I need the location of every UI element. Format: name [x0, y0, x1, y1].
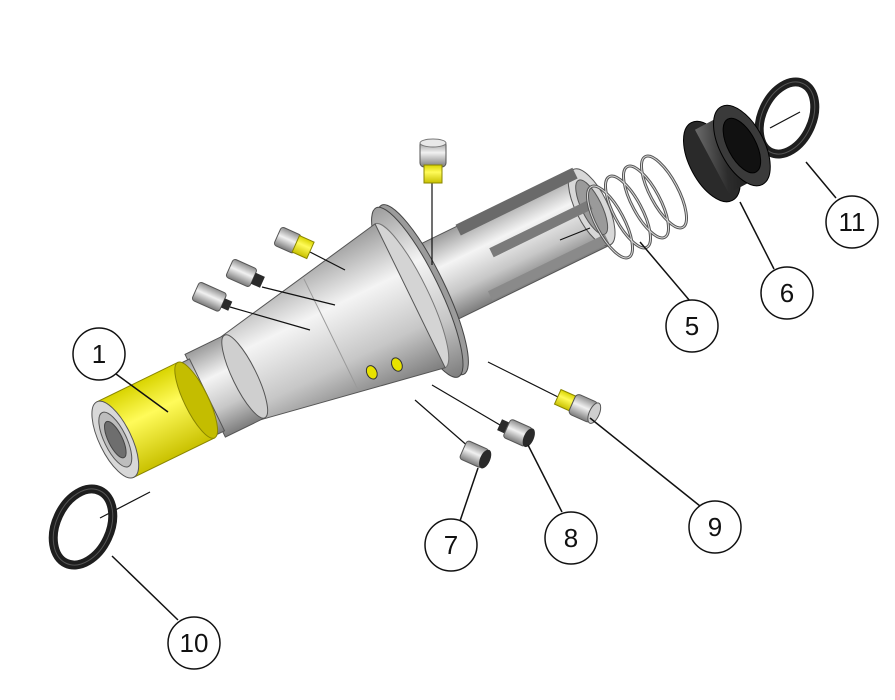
svg-text:8: 8: [564, 523, 578, 553]
set-screw-7: [459, 440, 492, 469]
front-sleeve: [91, 361, 219, 479]
svg-text:5: 5: [685, 311, 699, 341]
callout-10: 10: [167, 616, 221, 670]
svg-text:10: 10: [180, 628, 209, 658]
callout-9: 9: [688, 500, 742, 554]
spring-highlight: [587, 155, 687, 259]
callout-1: 1: [72, 327, 126, 381]
svg-text:11: 11: [839, 207, 866, 237]
set-screw-8: [497, 419, 535, 448]
o-ring-rear: [754, 77, 820, 159]
leader-lines: [111, 161, 837, 621]
svg-text:6: 6: [780, 278, 794, 308]
set-screw-left-mid: [225, 259, 265, 288]
set-screw-yellow-left: [273, 227, 315, 260]
cap-screw-top: [419, 138, 447, 184]
main-body: [91, 167, 616, 479]
callout-11: 11: [825, 195, 879, 249]
callout-8: 8: [544, 511, 598, 565]
callout-5: 5: [665, 299, 719, 353]
screw-9: [553, 388, 602, 424]
o-ring-front: [48, 484, 118, 570]
set-screw-left-low: [191, 282, 233, 312]
slotted-tube: [401, 167, 616, 329]
svg-text:7: 7: [444, 530, 458, 560]
callout-6: 6: [760, 266, 814, 320]
callout-7: 7: [424, 518, 478, 572]
svg-text:9: 9: [708, 512, 722, 542]
bushing: [683, 104, 771, 203]
radial-hole: [390, 357, 403, 372]
radial-hole: [365, 365, 378, 380]
svg-text:1: 1: [92, 339, 106, 369]
